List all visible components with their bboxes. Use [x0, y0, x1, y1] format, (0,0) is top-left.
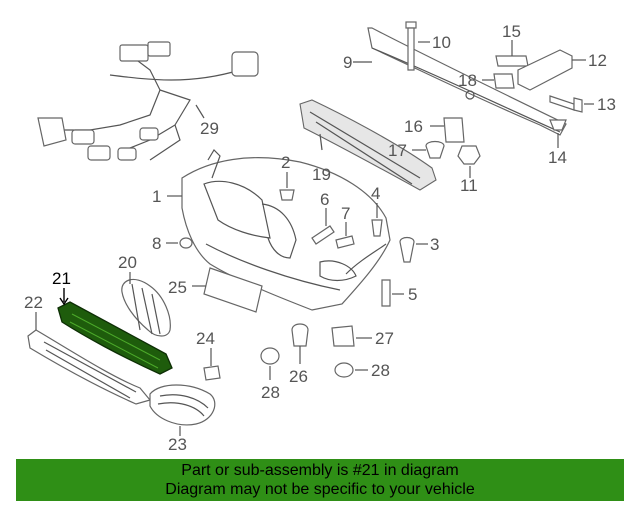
callout-29: 29: [200, 119, 219, 138]
callout-24: 24: [196, 329, 215, 348]
stud-part-5: [381, 279, 404, 307]
callout-23: 23: [168, 435, 187, 454]
callout-13: 13: [597, 95, 616, 114]
bracket-part-16: [430, 117, 465, 143]
cover-part-24: [203, 348, 221, 381]
absorber-part-19: [299, 99, 437, 191]
callout-1: 1: [152, 187, 161, 206]
bracket-part-12: [517, 49, 586, 91]
callout-8: 8: [152, 234, 161, 253]
sensor-bracket-part-27: [331, 325, 372, 347]
sensor-part-26: [291, 323, 309, 364]
seal-part-28-left: [260, 347, 280, 380]
callout-3: 3: [430, 235, 439, 254]
callout-16: 16: [404, 117, 423, 136]
part-info-banner: Part or sub-assembly is #21 in diagram D…: [16, 459, 624, 501]
callout-26: 26: [289, 367, 308, 386]
screw-part-4: [371, 203, 383, 237]
callout-7: 7: [341, 204, 350, 223]
bracket-part-6: [311, 208, 335, 245]
callout-9: 9: [343, 53, 352, 72]
banner-line-2: Diagram may not be specific to your vehi…: [165, 481, 475, 498]
bolt-part-10: [405, 21, 430, 71]
fog-trim-part-23: [149, 384, 216, 436]
callout-2: 2: [281, 153, 290, 172]
clip-part-2: [279, 172, 295, 201]
banner-line-1: Part or sub-assembly is #21 in diagram: [181, 462, 459, 479]
clip-part-3: [399, 236, 428, 263]
callout-15: 15: [502, 22, 521, 41]
clip-part-14: [549, 119, 567, 148]
callout-28-left: 28: [261, 383, 280, 402]
callout-14: 14: [548, 148, 567, 167]
impact-beam-part-9: [353, 27, 567, 136]
callout-19: 19: [312, 165, 331, 184]
clip-part-18: [482, 73, 515, 89]
seal-part-28-right: [334, 362, 368, 378]
callout-6: 6: [320, 190, 329, 209]
bolt-part-13: [549, 95, 594, 113]
plate-bracket-part-25: [192, 267, 263, 313]
bracket-part-15: [495, 40, 529, 67]
callout-27: 27: [375, 329, 394, 348]
callout-10: 10: [432, 33, 451, 52]
plug-part-8: [166, 237, 193, 249]
parts-diagram: 1 2 3 4 5 6 7 8 9 10 11 12 13 14 15 16 1…: [24, 21, 616, 454]
bumper-cover-part-1: [167, 149, 391, 311]
callout-20: 20: [118, 253, 137, 272]
plug-part-7: [335, 222, 355, 249]
callout-22: 22: [24, 293, 43, 312]
callout-21: 21: [52, 269, 71, 288]
nut-part-11: [457, 145, 481, 178]
callout-25: 25: [168, 278, 187, 297]
callout-labels: 1 2 3 4 5 6 7 8 9 10 11 12 13 14 15 16 1…: [24, 22, 616, 454]
wiring-harness-part-29: [37, 41, 259, 161]
callout-4: 4: [371, 184, 380, 203]
callout-18: 18: [458, 71, 477, 90]
lower-grille-part-21: [57, 288, 173, 375]
callout-11: 11: [460, 176, 478, 195]
grille-part-20: [121, 272, 171, 337]
callout-5: 5: [408, 285, 417, 304]
push-clip-part-17: [412, 140, 445, 159]
callout-12: 12: [588, 51, 607, 70]
callout-17: 17: [388, 141, 407, 160]
callout-28-right: 28: [371, 361, 390, 380]
